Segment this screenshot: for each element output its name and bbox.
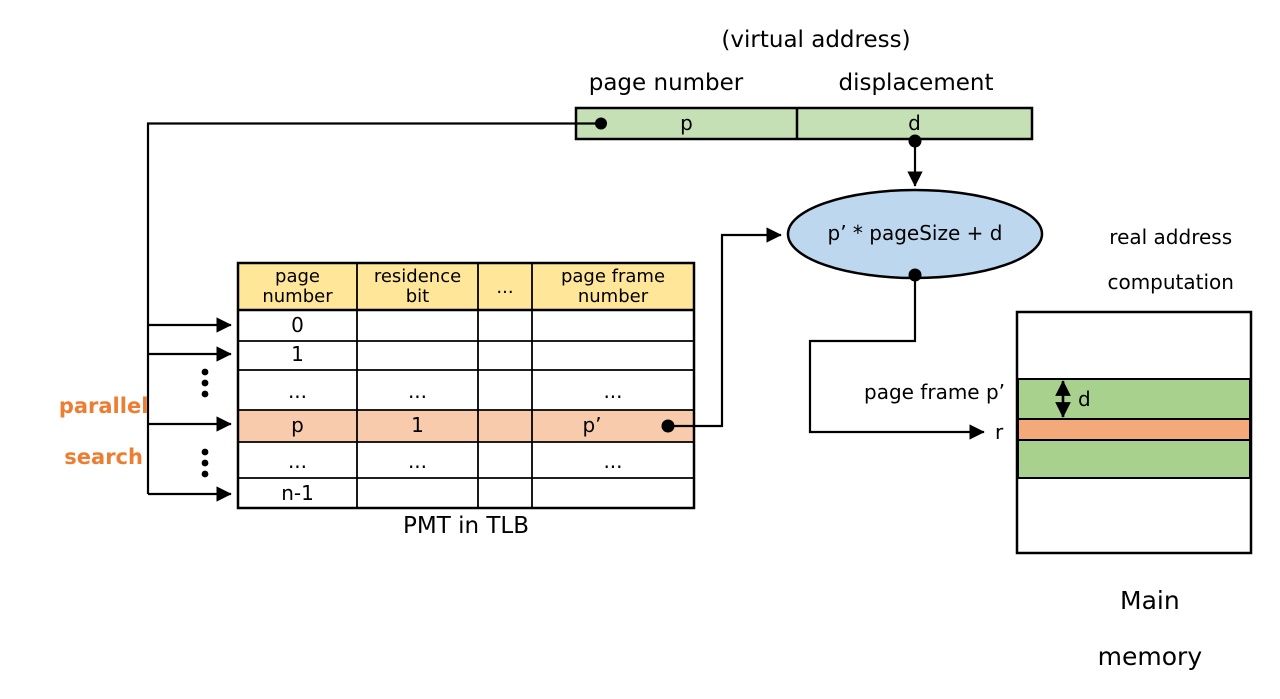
real-address-formula: p’ * pageSize + d	[827, 221, 1003, 245]
table-cell-r4-c1: ...	[407, 449, 428, 473]
virtual-address-displacement-value: d	[908, 111, 921, 135]
real-address-note-line-2: computation	[1107, 270, 1234, 295]
virtual-address-page-value: p	[680, 111, 693, 135]
real-address-result-label: r	[995, 420, 1004, 444]
pmt-caption: PMT in TLB	[403, 513, 529, 539]
field-label-page-number: page number	[588, 70, 744, 96]
real-address-output-bus	[808, 268, 985, 440]
main-memory-caption: Main memory	[1017, 559, 1251, 699]
main-memory-caption-line-1: Main	[1120, 586, 1180, 615]
table-cell-r4-c0: ...	[287, 449, 308, 473]
table-cell-r4-c3: ...	[603, 449, 623, 473]
table-cell-r2-c1: ...	[407, 379, 428, 403]
diagram-canvas: (virtual address) page number displaceme…	[14, 27, 1253, 671]
displacement-bus	[907, 134, 923, 187]
main-memory-box	[1015, 310, 1253, 555]
field-label-displacement: displacement	[838, 70, 994, 96]
parallel-search-line-1: parallel	[58, 394, 149, 419]
table-cell-r2-c3: ...	[603, 379, 623, 403]
real-address-note: real address computation	[1068, 204, 1248, 316]
table-cell-r0-c0: 0	[291, 313, 304, 337]
table-cell-r2-c0: ...	[287, 379, 308, 403]
page-number-bus	[146, 117, 607, 502]
parallel-search-line-2: search	[64, 444, 143, 469]
bus-vertical-dots	[201, 368, 209, 478]
table-cell-r5-c0: n-1	[281, 481, 314, 505]
diagram-graphics	[146, 106, 1253, 555]
table-cell-r3-c0: p	[291, 413, 304, 437]
pmt-table	[236, 261, 696, 510]
main-memory-caption-line-2: memory	[1097, 642, 1203, 671]
frame-number-bus	[661, 227, 782, 433]
offset-label: d	[1078, 387, 1091, 411]
virtual-address-caption: (virtual address)	[721, 27, 911, 53]
table-header-ellipsis: ...	[496, 277, 514, 298]
page-frame-label: page frame p’	[864, 380, 1006, 404]
real-address-note-line-1: real address	[1109, 225, 1233, 250]
table-cell-r3-c1: 1	[411, 413, 424, 437]
parallel-search-label: parallel search	[14, 369, 164, 495]
table-cell-r1-c0: 1	[291, 342, 304, 366]
table-cell-r3-c3: p’	[582, 413, 602, 437]
